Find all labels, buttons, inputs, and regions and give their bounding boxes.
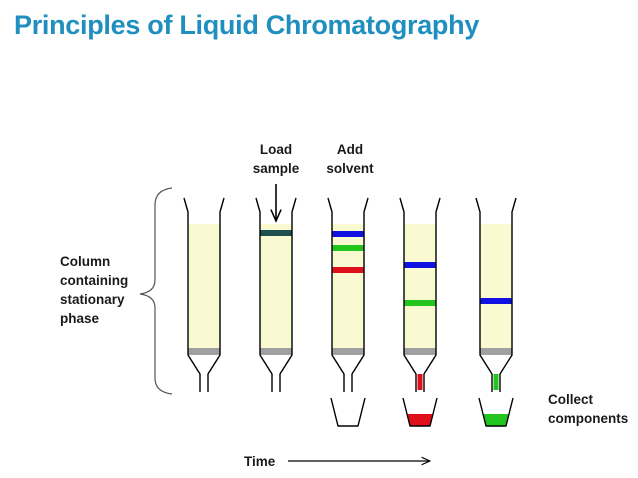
drip-red-band [417, 374, 423, 390]
blue-band [480, 298, 512, 304]
blue-band [404, 262, 436, 268]
column-glass [183, 197, 225, 392]
add-label-line2: solvent [326, 161, 374, 176]
stationary-phase [260, 224, 292, 348]
collection-beaker [402, 397, 438, 427]
column-glass [399, 197, 441, 392]
frit [404, 348, 436, 355]
green-band [404, 300, 436, 306]
stationary-phase [480, 224, 512, 348]
collected-red-band [407, 414, 433, 426]
page-title: Principles of Liquid Chromatography [14, 10, 480, 40]
collection-beaker [478, 397, 514, 427]
stationary-phase [332, 224, 364, 348]
drip-green-band [493, 374, 499, 390]
frit [260, 348, 292, 355]
column-glass [475, 197, 517, 392]
red-band [332, 267, 364, 273]
collected-green-band [483, 414, 509, 426]
column-label-line4: phase [60, 311, 100, 326]
column-label-line2: containing [60, 273, 129, 288]
blue-band [332, 231, 364, 237]
frit [188, 348, 220, 355]
column-bracket [139, 187, 173, 395]
add-solvent-label: Add solvent [318, 140, 382, 178]
column-label: Column containing stationary phase [60, 252, 128, 328]
column-label-line1: Column [60, 254, 111, 269]
load-label-line1: Load [259, 142, 293, 157]
collect-label-line1: Collect [548, 392, 594, 407]
green-band [332, 245, 364, 251]
collect-components-label: Collect components [548, 390, 628, 428]
column-glass [327, 197, 369, 392]
load-sample-label: Load sample [246, 140, 306, 178]
frit [332, 348, 364, 355]
column-glass [255, 197, 297, 392]
collection-beaker [330, 397, 366, 427]
load-label-line2: sample [252, 161, 300, 176]
frit [480, 348, 512, 355]
stationary-phase [404, 224, 436, 348]
add-label-line1: Add [336, 142, 364, 157]
column-label-line3: stationary [60, 292, 125, 307]
time-label: Time [244, 454, 276, 469]
stationary-phase [188, 224, 220, 348]
collect-label-line2: components [548, 411, 629, 426]
sample-band [260, 230, 292, 236]
